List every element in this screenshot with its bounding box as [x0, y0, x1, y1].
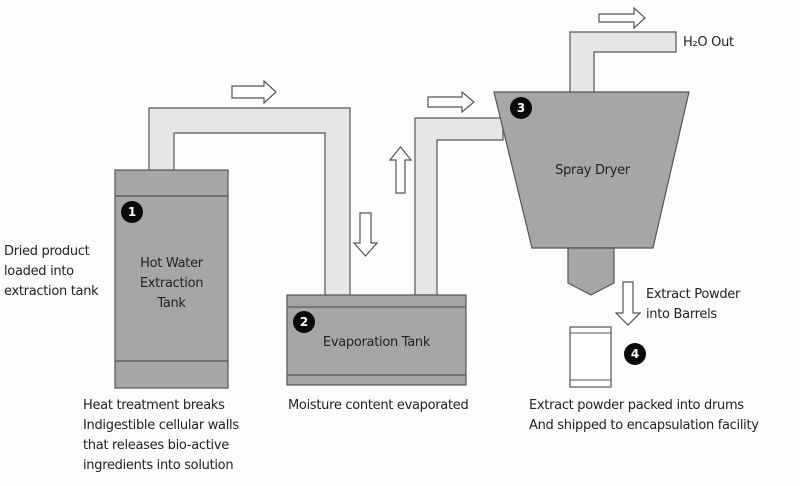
step-badge-1: 1 — [121, 201, 143, 223]
flow-arrow-right-1 — [231, 79, 277, 105]
spray-dryer-label: Spray Dryer — [555, 163, 630, 178]
evaporation-note: Moisture content evaporated — [288, 398, 469, 413]
evaporation-tank — [286, 294, 467, 386]
flow-arrow-right-water-out — [598, 6, 646, 30]
water-out-label: H₂O Out — [683, 35, 734, 50]
flow-arrow-up-2 — [388, 146, 413, 194]
evaporation-tank-label: Evaporation Tank — [322, 335, 431, 350]
spray-dryer — [493, 91, 690, 296]
step-badge-4: 4 — [624, 343, 646, 365]
pipe-water-outlet — [569, 31, 677, 94]
powder-drum — [569, 326, 612, 388]
extraction-tank-label: Hot Water Extraction Tank — [139, 256, 204, 311]
loading-note: Dried product loaded into extraction tan… — [4, 244, 99, 299]
flow-arrow-down-1 — [352, 212, 379, 257]
flow-arrow-right-2 — [427, 90, 475, 114]
flow-arrow-down-powder — [614, 281, 642, 326]
extraction-note: Heat treatment breaks Indigestible cellu… — [83, 398, 239, 473]
powder-transfer-label: Extract Powder into Barrels — [646, 287, 741, 322]
step-badge-2: 2 — [293, 311, 315, 333]
pipe-evaporation-to-dryer — [414, 117, 504, 296]
packing-note: Extract powder packed into drums And shi… — [529, 398, 759, 433]
step-badge-3: 3 — [510, 97, 532, 119]
